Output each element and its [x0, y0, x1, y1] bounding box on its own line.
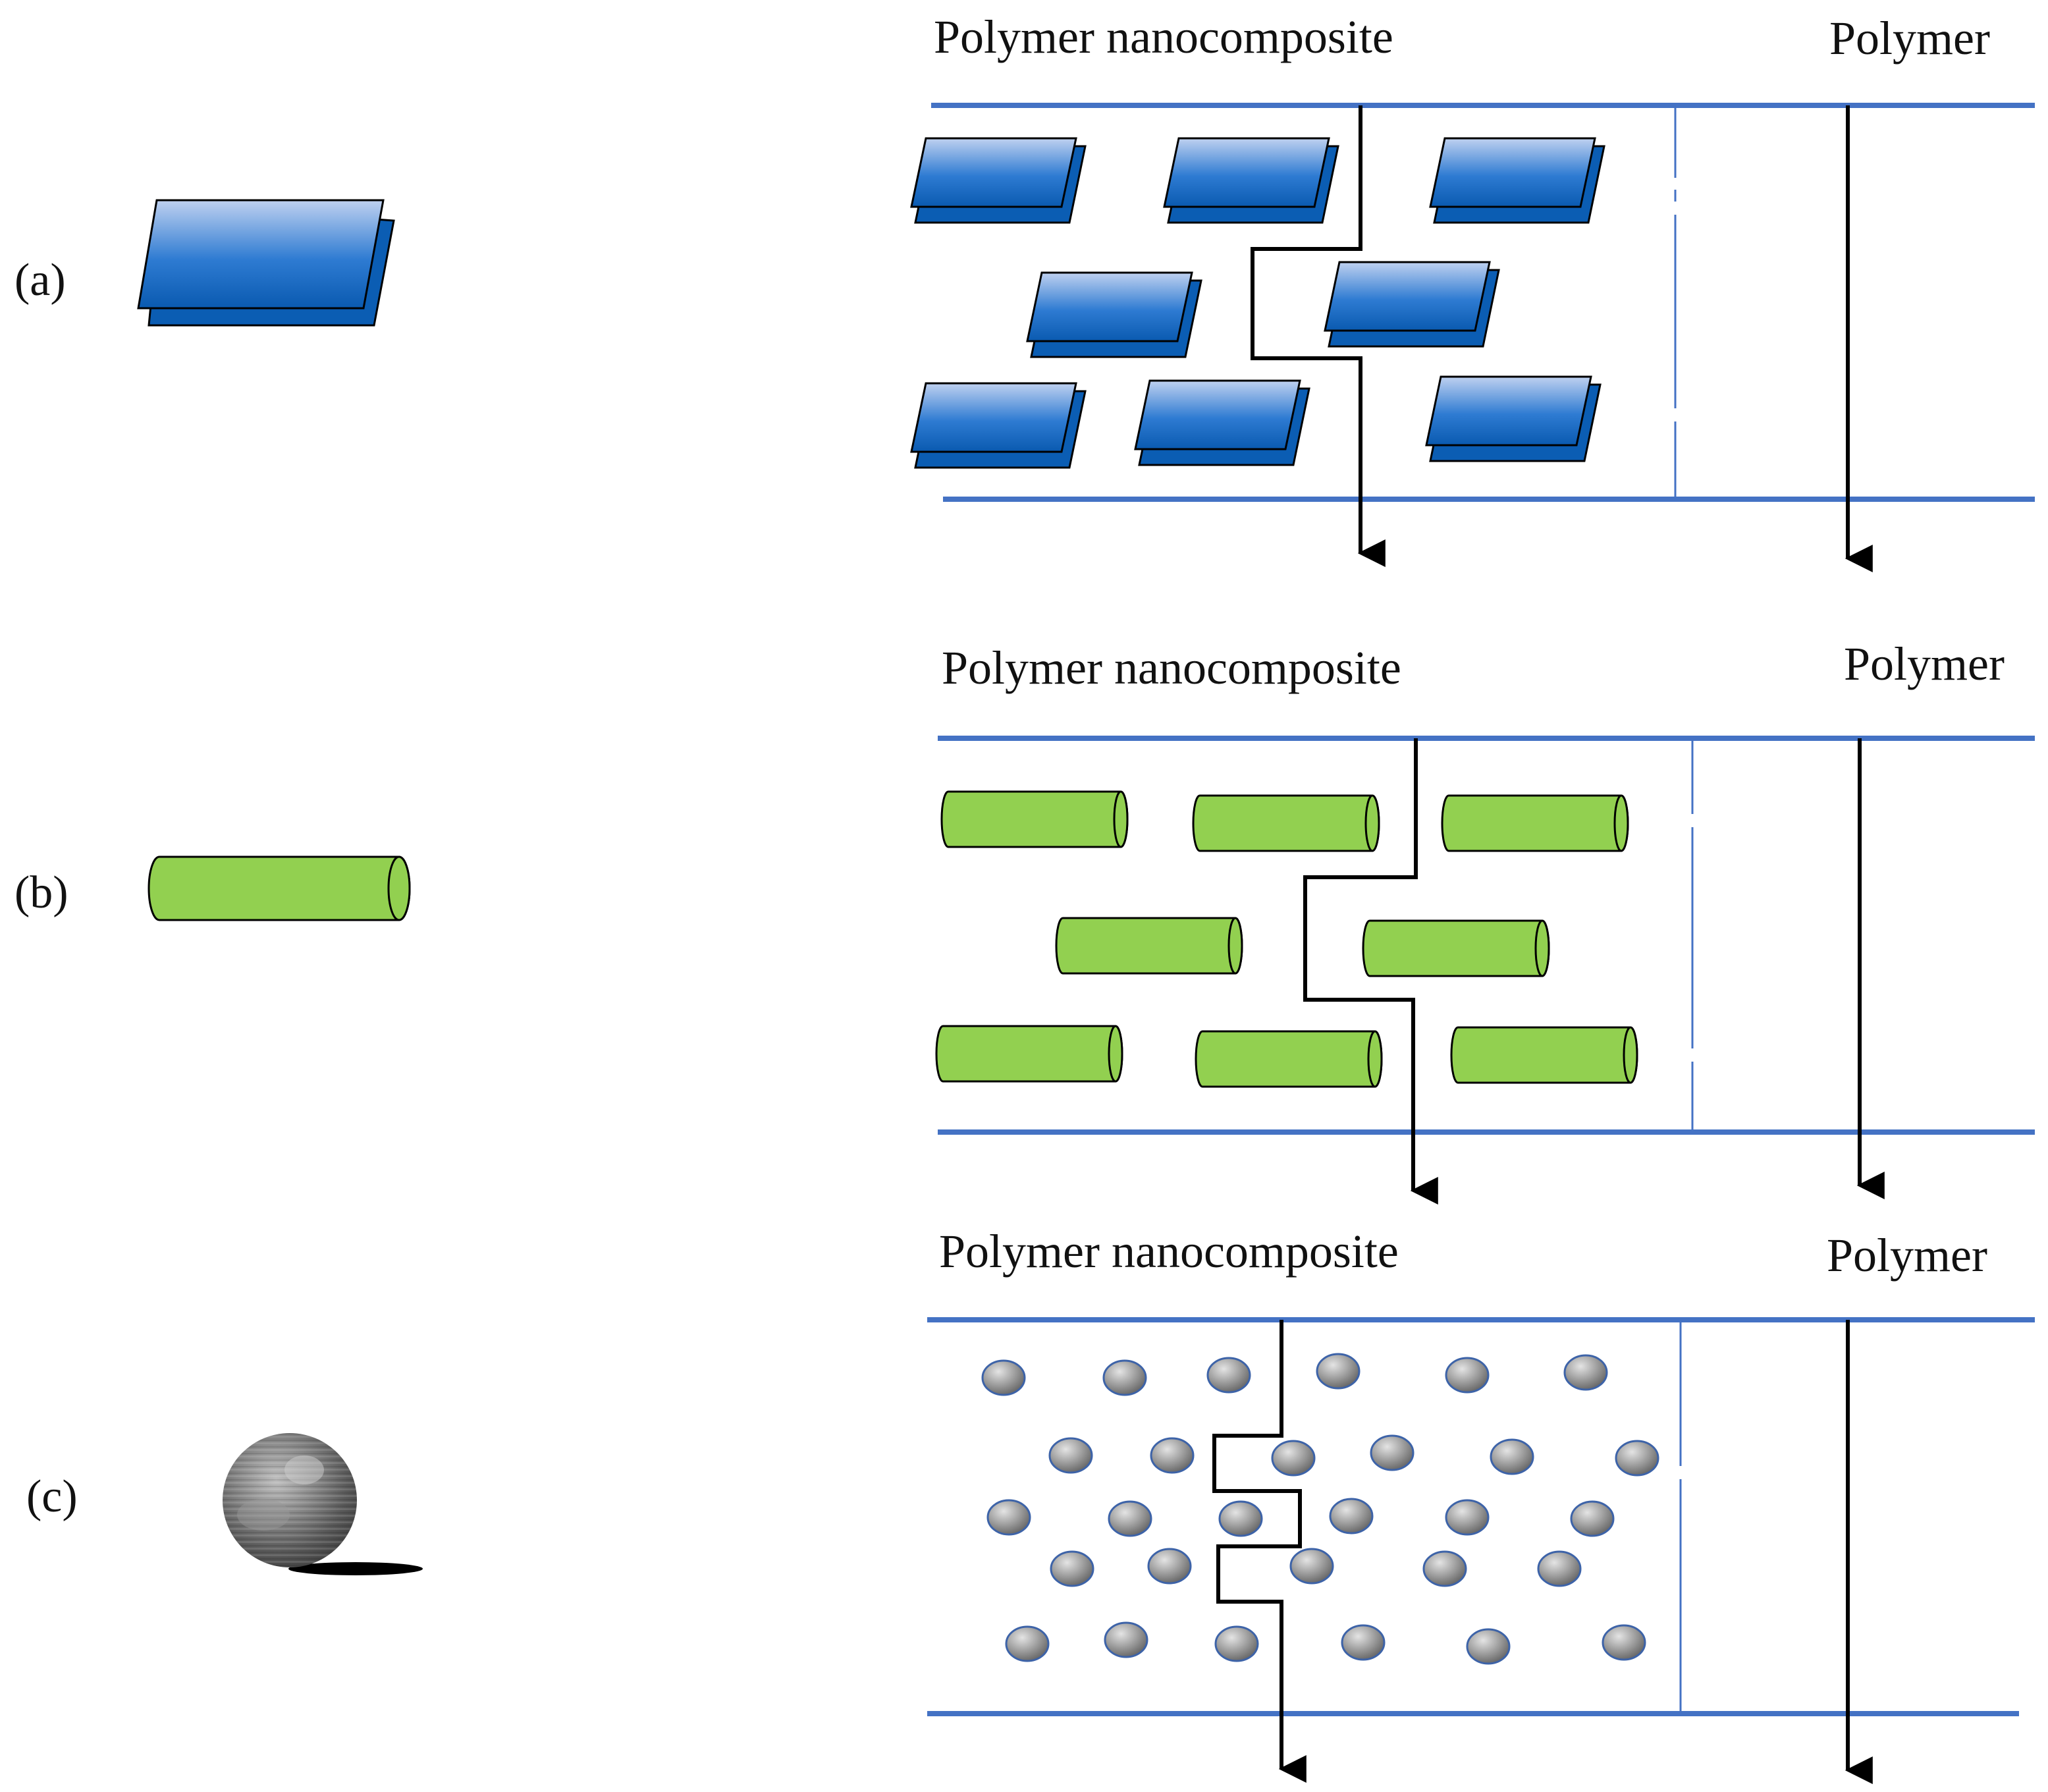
panel-label-c: (c) [26, 1471, 78, 1522]
title-polymer-a: Polymer [1829, 12, 1990, 65]
sphere-1 [981, 1359, 1026, 1396]
rod-7 [1195, 1030, 1383, 1088]
platelet-3 [1429, 137, 1605, 224]
title-nanocomposite-b: Polymer nanocomposite [942, 641, 1401, 694]
platelet-6 [910, 382, 1087, 469]
rod-2 [1192, 794, 1380, 852]
rod-4 [1055, 917, 1243, 975]
sphere-19 [1050, 1550, 1094, 1587]
sphere-23 [1537, 1550, 1582, 1587]
rod-3 [1441, 794, 1629, 852]
sphere-9 [1271, 1440, 1316, 1477]
sphere-20 [1147, 1548, 1192, 1585]
platelet-5 [1324, 261, 1500, 348]
sphere-5 [1445, 1357, 1490, 1394]
sphere-icon [223, 1433, 423, 1575]
sphere-24 [1005, 1625, 1050, 1662]
title-nanocomposite-c: Polymer nanocomposite [939, 1225, 1399, 1278]
rod-1 [940, 790, 1129, 848]
rod-6 [935, 1025, 1123, 1083]
sphere-4 [1316, 1353, 1361, 1390]
sphere-14 [1108, 1500, 1152, 1537]
panel-label-b: (b) [14, 867, 68, 918]
platelet-8 [1425, 375, 1602, 462]
sphere-28 [1466, 1628, 1511, 1665]
sphere-21 [1289, 1548, 1334, 1585]
sphere-10 [1370, 1434, 1415, 1471]
sphere-7 [1048, 1437, 1093, 1474]
title-polymer-b: Polymer [1844, 638, 2005, 690]
panel-c-boundaries [927, 1317, 2035, 1716]
panel-b-boundaries [938, 736, 2035, 1135]
rod-fillers [935, 790, 1638, 1088]
sphere-fillers [981, 1353, 1659, 1665]
platelet-fillers [910, 137, 1605, 469]
cylinder-icon [148, 855, 411, 921]
diffusion-paths [1212, 105, 1885, 1784]
panel-label-a: (a) [14, 255, 66, 306]
platelet-1 [910, 137, 1087, 224]
sphere-12 [1615, 1440, 1659, 1477]
rod-5 [1362, 919, 1550, 977]
sphere-26 [1214, 1625, 1259, 1662]
sphere-6 [1563, 1354, 1608, 1391]
sphere-18 [1570, 1500, 1615, 1537]
title-nanocomposite-a: Polymer nanocomposite [934, 11, 1393, 63]
sphere-11 [1490, 1438, 1534, 1475]
platelet-4 [1026, 271, 1202, 358]
sphere-16 [1329, 1498, 1374, 1534]
sphere-25 [1104, 1621, 1148, 1658]
panel-a-boundaries [931, 103, 2035, 502]
tortuous-path-c [1212, 1320, 1307, 1783]
sphere-22 [1422, 1550, 1467, 1587]
sphere-13 [986, 1499, 1031, 1536]
sphere-29 [1602, 1624, 1646, 1661]
sphere-17 [1445, 1499, 1490, 1536]
platelet-2 [1163, 137, 1339, 224]
tortuous-path-b [1303, 738, 1438, 1205]
sphere-27 [1341, 1624, 1386, 1661]
tortuous-path-a [1251, 105, 1386, 567]
rod-8 [1450, 1026, 1638, 1084]
title-polymer-c: Polymer [1827, 1229, 1987, 1282]
sphere-3 [1206, 1357, 1251, 1394]
sphere-2 [1102, 1359, 1147, 1396]
sphere-8 [1150, 1437, 1195, 1474]
platelet-icon [137, 199, 395, 327]
platelet-7 [1134, 379, 1310, 466]
sphere-15 [1218, 1500, 1263, 1537]
